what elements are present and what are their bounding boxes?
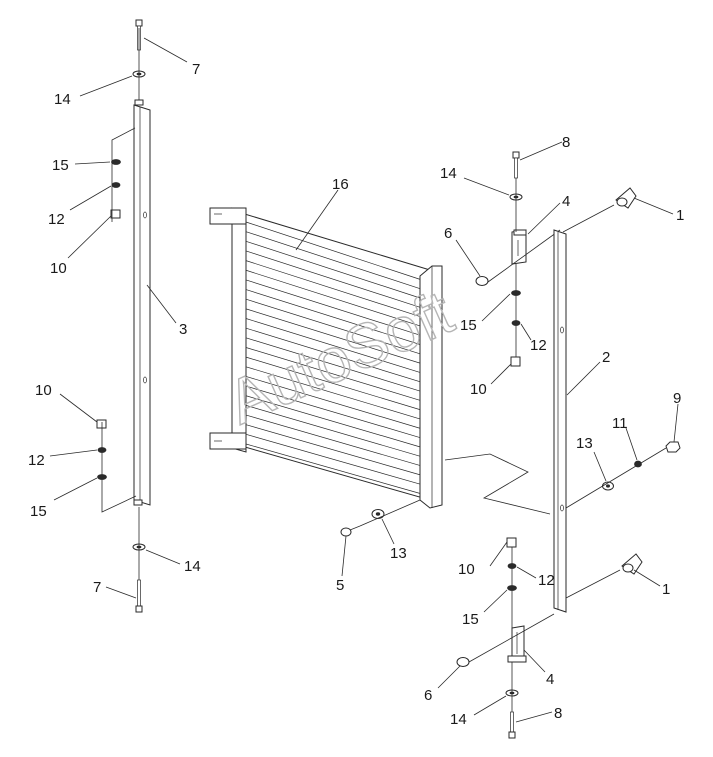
callout-label: 12 xyxy=(538,572,555,589)
callout-label: 15 xyxy=(462,611,479,628)
callout-label: 11 xyxy=(612,415,628,432)
condenser-tube xyxy=(245,443,423,495)
condenser-tube xyxy=(245,231,423,290)
center-washer-13 xyxy=(371,509,385,519)
condenser-tube xyxy=(245,347,423,402)
callout-label: 12 xyxy=(530,337,547,354)
condenser-tube xyxy=(245,308,423,365)
right-bracket-bar-2 xyxy=(553,229,567,613)
condenser-tube xyxy=(245,424,423,476)
callout-label: 15 xyxy=(460,317,477,334)
callout-label: 4 xyxy=(546,671,554,688)
right-upper-clamp-4 xyxy=(511,229,527,265)
condenser-tube xyxy=(245,279,423,337)
lower-wing-nut-1 xyxy=(621,553,643,575)
left-bracket-3 xyxy=(133,99,151,506)
callout-label: 7 xyxy=(93,579,101,596)
callout-label: 10 xyxy=(470,381,487,398)
right-lower-clamp-4 xyxy=(507,625,527,663)
callout-label: 9 xyxy=(673,390,681,407)
condenser-tube xyxy=(245,337,423,392)
callout-label: 14 xyxy=(54,91,71,108)
callout-label: 13 xyxy=(576,435,593,452)
callout-label: 12 xyxy=(48,211,65,228)
left-upper-lockwasher-12 xyxy=(111,182,121,188)
condenser-tube xyxy=(245,366,423,420)
right-upper-nut-10 xyxy=(510,356,521,367)
condenser-tube xyxy=(245,395,423,448)
callout-label: 14 xyxy=(184,558,201,575)
condenser-tube xyxy=(245,318,423,374)
condenser-tube xyxy=(245,298,423,355)
callout-label: 2 xyxy=(602,349,610,366)
condenser-tube xyxy=(245,221,423,281)
callout-label: 1 xyxy=(662,581,670,598)
callout-label: 16 xyxy=(332,176,349,193)
condenser-tube xyxy=(245,405,423,458)
condenser-tube xyxy=(245,385,423,439)
right-upper-pin-6 xyxy=(475,276,489,286)
callout-label: 14 xyxy=(450,711,467,728)
condenser-tube xyxy=(245,414,423,467)
callout-label: 8 xyxy=(554,705,562,722)
right-top-bolt-8 xyxy=(512,151,520,179)
condenser-tube xyxy=(245,356,423,411)
callout-label: 8 xyxy=(562,134,570,151)
callout-label: 10 xyxy=(50,260,67,277)
condenser-tube xyxy=(245,250,423,309)
center-bolt-5 xyxy=(340,525,361,537)
condenser-tube xyxy=(245,269,423,327)
callout-label: 1 xyxy=(676,207,684,224)
right-lower-pin-6 xyxy=(456,657,470,667)
condenser-tube xyxy=(245,376,423,430)
right-lower-nut-10 xyxy=(506,537,517,548)
callout-label: 15 xyxy=(30,503,47,520)
callout-label: 7 xyxy=(192,61,200,78)
condenser-tube xyxy=(245,434,423,486)
right-mid-nut-9 xyxy=(665,441,681,453)
callout-label: 6 xyxy=(444,225,452,242)
callout-label: 3 xyxy=(179,321,187,338)
condenser-tube xyxy=(245,240,423,299)
upper-wing-nut-1 xyxy=(615,187,637,209)
callout-label: 12 xyxy=(28,452,45,469)
condenser-tube xyxy=(245,327,423,383)
condenser-core-16 xyxy=(209,207,443,509)
left-bottom-bolt-7 xyxy=(135,579,143,613)
callout-label: 5 xyxy=(336,577,344,594)
callout-label: 6 xyxy=(424,687,432,704)
right-bottom-bolt-8 xyxy=(508,711,516,739)
callout-label: 10 xyxy=(458,561,475,578)
left-upper-nut-10 xyxy=(110,209,121,219)
callout-label: 4 xyxy=(562,193,570,210)
left-lower-nut-10 xyxy=(96,419,107,429)
condenser-tube xyxy=(245,260,423,318)
callout-label: 10 xyxy=(35,382,52,399)
callout-label: 14 xyxy=(440,165,457,182)
condenser-tube xyxy=(245,289,423,346)
callout-label: 13 xyxy=(390,545,407,562)
callout-label: 15 xyxy=(52,157,69,174)
left-upper-washer-15 xyxy=(111,159,121,165)
